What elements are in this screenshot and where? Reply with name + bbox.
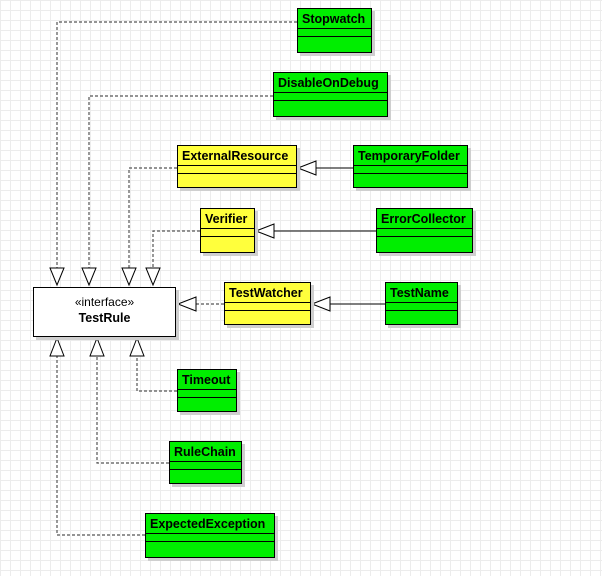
class-expectedexception[interactable]: ExpectedException: [145, 513, 275, 558]
arrowhead-externalresource: [121, 267, 137, 287]
class-name: ErrorCollector: [381, 212, 466, 226]
expectedexception-realization-line: [56, 356, 145, 536]
arrowhead-verifier: [145, 267, 161, 287]
attributes-section: [146, 533, 274, 541]
operations-section: [386, 310, 457, 318]
class-testname[interactable]: TestName: [385, 282, 458, 325]
class-name: Verifier: [205, 212, 248, 226]
operations-section: [354, 173, 467, 181]
rulechain-realization-line: [96, 356, 169, 464]
attributes-section: [377, 228, 472, 236]
arrowhead-testwatcher: [176, 296, 197, 312]
operations-section: [178, 397, 236, 405]
arrowhead-stopwatch: [49, 267, 65, 287]
operations-section: [146, 541, 274, 549]
arrowhead-expectedexception: [49, 336, 65, 357]
interface-name: TestRule: [78, 311, 131, 325]
class-name: Timeout: [182, 373, 231, 387]
class-temporaryfolder[interactable]: TemporaryFolder: [353, 145, 468, 188]
attributes-section: [386, 302, 457, 310]
attributes-section: [298, 28, 371, 36]
testrule-interface[interactable]: «interface» TestRule: [33, 287, 176, 337]
operations-section: [298, 36, 371, 44]
verifier-realization-line: [152, 230, 200, 268]
class-errorcollector[interactable]: ErrorCollector: [376, 208, 473, 253]
operations-section: [178, 173, 296, 181]
class-name: RuleChain: [174, 445, 236, 459]
attributes-section: [170, 461, 241, 469]
attributes-section: [274, 92, 387, 100]
arrowhead-timeout: [129, 336, 145, 357]
class-name: Stopwatch: [302, 12, 366, 26]
operations-section: [377, 236, 472, 244]
class-name: DisableOnDebug: [278, 76, 379, 90]
arrowhead-temporaryfolder: [296, 160, 317, 176]
operations-section: [201, 236, 254, 244]
disableondebug-realization-line: [88, 95, 273, 268]
class-timeout[interactable]: Timeout: [177, 369, 237, 412]
attributes-section: [178, 389, 236, 397]
timeout-realization-line: [136, 356, 177, 392]
class-name: ExpectedException: [150, 517, 266, 531]
class-stopwatch[interactable]: Stopwatch: [297, 8, 372, 53]
class-name: ExternalResource: [182, 149, 289, 163]
stopwatch-realization-line: [56, 21, 297, 268]
attributes-section: [201, 228, 254, 236]
arrowhead-disableondebug: [81, 267, 97, 287]
class-externalresource[interactable]: ExternalResource: [177, 145, 297, 188]
class-testwatcher[interactable]: TestWatcher: [224, 282, 311, 325]
class-name: TestWatcher: [229, 286, 303, 300]
operations-section: [274, 100, 387, 108]
class-rulechain[interactable]: RuleChain: [169, 441, 242, 484]
attributes-section: [225, 302, 310, 310]
arrowhead-rulechain: [89, 336, 105, 357]
attributes-section: [354, 165, 467, 173]
externalresource-realization-line: [128, 167, 177, 268]
arrowhead-errorcollector: [254, 223, 275, 239]
operations-section: [170, 469, 241, 477]
class-verifier[interactable]: Verifier: [200, 208, 255, 253]
interface-stereotype: «interface»: [74, 295, 135, 309]
arrowhead-testname: [310, 296, 331, 312]
operations-section: [225, 310, 310, 318]
class-disableondebug[interactable]: DisableOnDebug: [273, 72, 388, 117]
class-name: TemporaryFolder: [358, 149, 460, 163]
class-name: TestName: [390, 286, 449, 300]
attributes-section: [178, 165, 296, 173]
